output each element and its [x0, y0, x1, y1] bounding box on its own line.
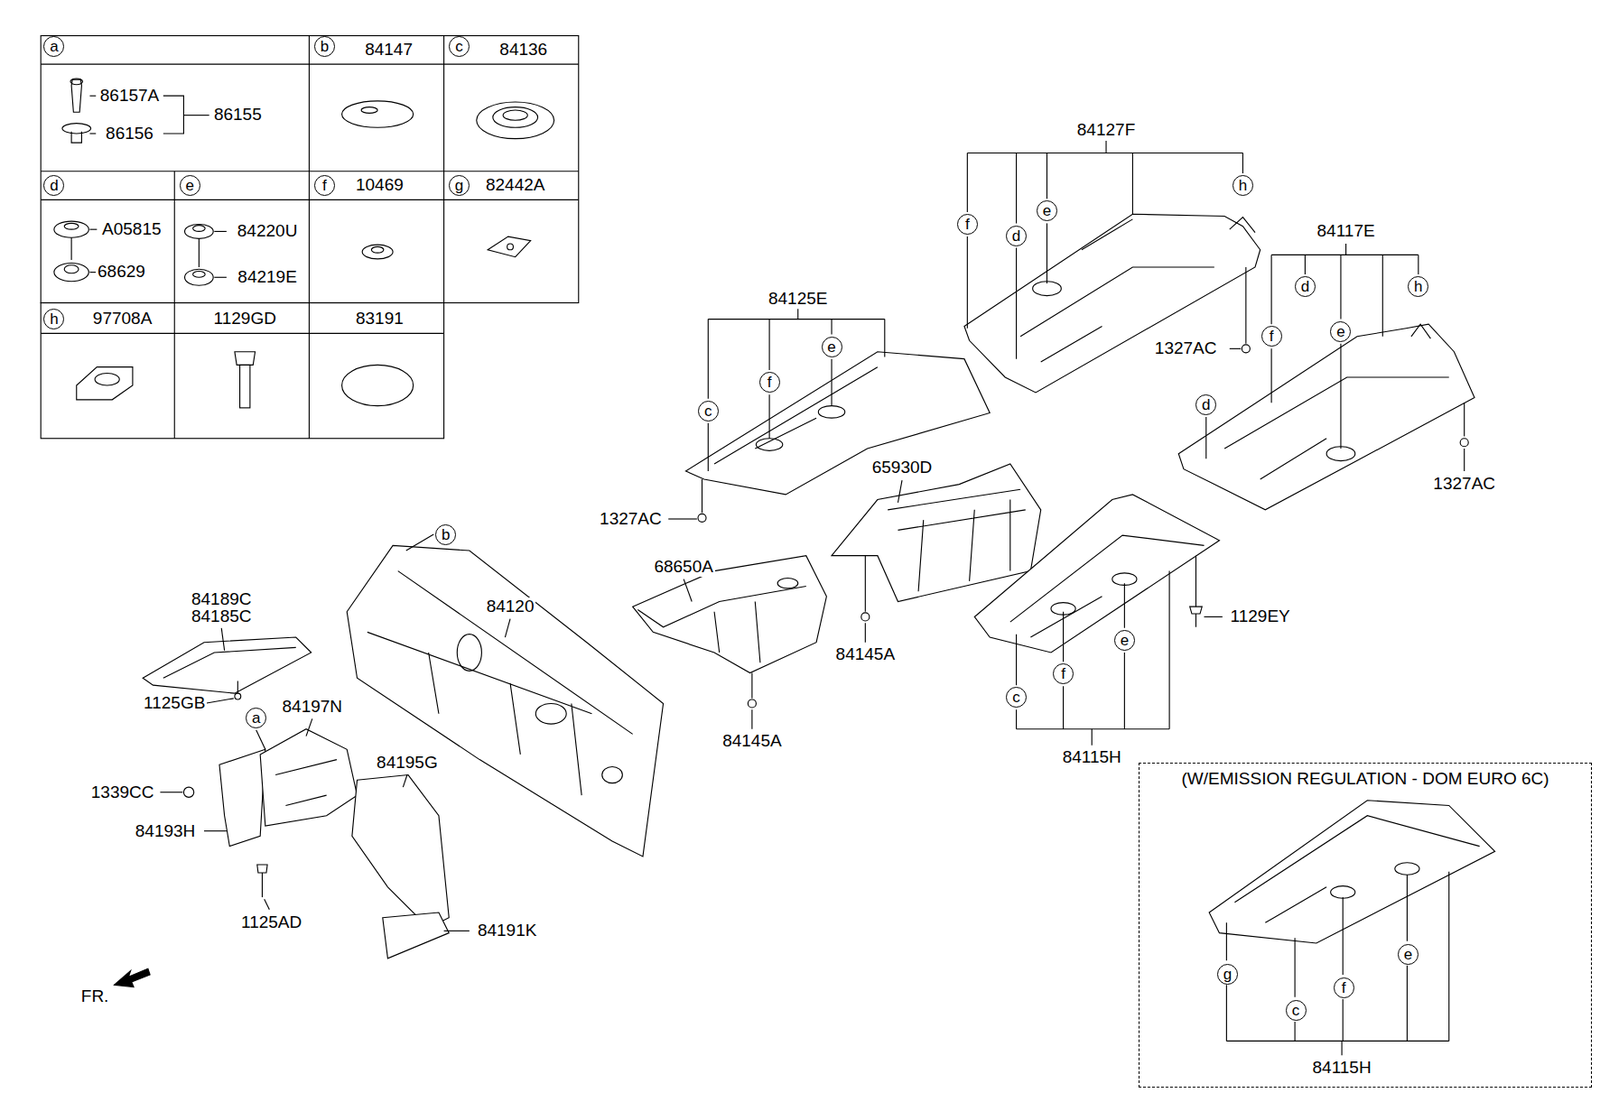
- callout-letter: e: [1120, 632, 1129, 649]
- circled-letter: e: [1330, 321, 1351, 343]
- part-number: 84120: [484, 597, 537, 617]
- circled-letter: b: [435, 524, 456, 546]
- circled-letter: g: [448, 175, 470, 196]
- part-number: 83191: [353, 309, 406, 329]
- part-number: 1125AD: [239, 913, 304, 933]
- circled-letter: h: [43, 308, 65, 330]
- callout-letter: e: [827, 339, 836, 355]
- circled-letter: f: [1333, 977, 1355, 999]
- circled-letter: e: [179, 175, 201, 196]
- callout-letter: e: [1336, 324, 1345, 340]
- part-number: 84185C: [189, 607, 254, 627]
- callout-letter: c: [455, 38, 464, 55]
- callout-letter: h: [1413, 279, 1423, 295]
- part-number: 84125E: [766, 289, 830, 309]
- option-note: (W/EMISSION REGULATION - DOM EURO 6C): [1139, 769, 1591, 790]
- circled-letter: f: [314, 175, 335, 196]
- circled-letter: b: [314, 36, 335, 57]
- circled-letter: a: [43, 36, 65, 57]
- part-number: 82442A: [483, 176, 548, 196]
- callout-letter: d: [1201, 397, 1210, 413]
- callout-letter: g: [455, 177, 464, 194]
- callout-letter: d: [1012, 228, 1021, 244]
- part-number: 84197N: [280, 697, 345, 717]
- part-number: 1327AC: [1431, 474, 1498, 494]
- circled-letter: c: [1005, 687, 1027, 708]
- part-number: 84220U: [235, 222, 300, 242]
- part-number: 84189C: [189, 590, 254, 610]
- direction-label: FR.: [79, 987, 112, 1007]
- part-number: 65930D: [870, 458, 935, 478]
- callout-letter: e: [1042, 203, 1052, 219]
- callout-letter: f: [1269, 328, 1275, 345]
- callout-letter: c: [1292, 1003, 1301, 1019]
- callout-letter: e: [1404, 947, 1413, 963]
- circled-letter: d: [1294, 276, 1316, 298]
- part-number: 86155: [212, 105, 264, 125]
- callout-letter: f: [965, 216, 970, 233]
- callout-letter: d: [1301, 279, 1310, 295]
- part-number: 1129GD: [212, 309, 279, 329]
- part-number: 1129EY: [1228, 607, 1293, 627]
- part-number: 84145A: [720, 732, 784, 752]
- circled-letter: h: [1407, 276, 1429, 298]
- part-number: 86157A: [98, 86, 162, 106]
- circled-letter: e: [1114, 630, 1135, 652]
- callout-letter: f: [1060, 666, 1066, 682]
- part-number: 84136: [497, 40, 549, 60]
- part-number: 84117E: [1315, 222, 1377, 242]
- callout-letter: e: [185, 177, 194, 194]
- part-number: 1327AC: [597, 510, 664, 530]
- part-number: 86156: [103, 124, 156, 144]
- callout-letter: b: [441, 527, 450, 543]
- circled-letter: g: [1217, 964, 1238, 986]
- circled-letter: c: [448, 36, 470, 57]
- callout-letter: h: [49, 311, 58, 327]
- callout-letter: f: [1341, 980, 1347, 996]
- part-number: 1339CC: [89, 783, 157, 803]
- circled-letter: f: [759, 372, 781, 393]
- part-number: 84191K: [475, 921, 540, 941]
- circled-letter: f: [1261, 325, 1283, 347]
- callout-letter: d: [49, 177, 58, 194]
- part-number: 84145A: [834, 645, 898, 665]
- part-number: 84115H: [1060, 748, 1124, 768]
- callout-letter: g: [1223, 967, 1232, 983]
- callout-letter: a: [49, 38, 58, 55]
- option-box: (W/EMISSION REGULATION - DOM EURO 6C) g c f…: [1138, 762, 1592, 1088]
- callout-letter: c: [1012, 689, 1021, 706]
- part-number: A05815: [100, 220, 164, 240]
- part-number: 84193H: [133, 822, 198, 842]
- callout-letter: a: [251, 710, 261, 726]
- circled-letter: f: [957, 213, 978, 235]
- part-number: 84127F: [1075, 120, 1137, 140]
- part-number: 84115H: [1311, 1059, 1374, 1079]
- part-number: 84195G: [374, 753, 440, 773]
- part-number: 84147: [362, 40, 415, 60]
- part-number: 1125GB: [141, 694, 207, 714]
- callout-letter: f: [322, 177, 327, 194]
- circled-letter: d: [1005, 225, 1027, 247]
- callout-letter: h: [1238, 177, 1247, 194]
- part-number: 1327AC: [1153, 339, 1219, 359]
- circled-letter: c: [697, 400, 719, 422]
- circled-letter: e: [1036, 200, 1058, 222]
- circled-letter: h: [1232, 175, 1254, 196]
- part-number: 97708A: [91, 309, 155, 329]
- circled-letter: c: [1285, 1000, 1307, 1022]
- part-number: 10469: [353, 176, 406, 196]
- circled-letter: e: [1397, 944, 1419, 966]
- circled-letter: d: [43, 175, 65, 196]
- part-number: 84219E: [235, 268, 299, 288]
- callout-letter: b: [320, 38, 329, 55]
- part-number: 68650A: [651, 558, 716, 577]
- circled-letter: f: [1052, 663, 1074, 685]
- part-number: 68629: [95, 262, 148, 282]
- callout-letter: c: [704, 403, 713, 419]
- circled-letter: e: [821, 336, 843, 358]
- circled-letter: a: [245, 707, 267, 729]
- circled-letter: d: [1195, 394, 1217, 416]
- callout-letter: f: [767, 374, 773, 391]
